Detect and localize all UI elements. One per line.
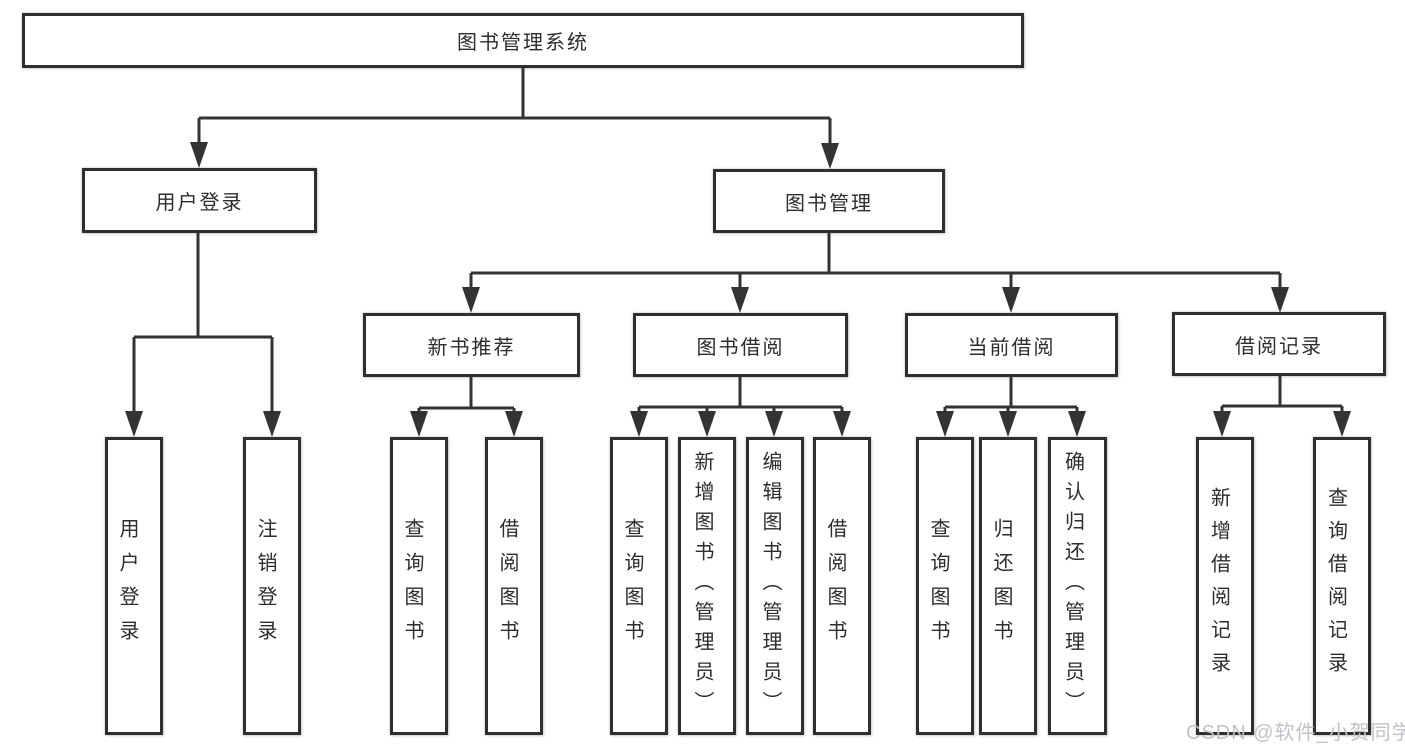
node-root-library-system: 图书管理系统: [22, 13, 1024, 68]
node-label: 用户登录: [155, 192, 244, 214]
node-label: 新书推荐: [427, 336, 516, 359]
leaf-query-borrowing-record: 查询借阅记录: [1313, 437, 1371, 735]
node-label: 借阅图书: [824, 518, 846, 654]
node-label: 新增图书（管理员）: [691, 451, 713, 721]
leaf-add-borrowing-record: 新增借阅记录: [1196, 437, 1254, 735]
node-label: 图书管理系统: [457, 32, 589, 54]
leaf-return-books: 归还图书: [979, 437, 1037, 735]
csdn-watermark: CSDN @软件_小贺同学: [1186, 722, 1405, 744]
node-label: 归还图书: [990, 518, 1012, 654]
node-label: 借阅记录: [1235, 335, 1323, 358]
node-label: 图书借阅: [696, 336, 785, 359]
leaf-query-books-recommendation: 查询图书: [390, 437, 448, 735]
node-label: 当前借阅: [967, 336, 1056, 359]
node-label: 编辑图书（管理员）: [759, 451, 781, 721]
node-label: 查询图书: [401, 518, 423, 654]
node-label: 注销登录: [254, 518, 276, 654]
leaf-edit-books-admin: 编辑图书（管理员）: [746, 437, 804, 735]
node-label: 用户登录: [116, 518, 138, 654]
node-book-borrowing: 图书借阅: [633, 313, 848, 377]
node-borrowing-records: 借阅记录: [1172, 312, 1386, 376]
node-book-management: 图书管理: [713, 169, 945, 233]
leaf-borrow-books-recommendation: 借阅图书: [485, 437, 543, 735]
node-label: 查询图书: [927, 518, 949, 654]
leaf-add-books-admin: 新增图书（管理员）: [678, 437, 736, 735]
leaf-logout: 注销登录: [243, 437, 301, 735]
node-current-borrowing: 当前借阅: [905, 313, 1118, 377]
node-label: 图书管理: [785, 192, 873, 215]
node-user-login: 用户登录: [82, 168, 317, 233]
leaf-borrow-books: 借阅图书: [813, 437, 871, 735]
node-label: 查询借阅记录: [1324, 487, 1347, 685]
leaf-user-login: 用户登录: [105, 437, 163, 735]
node-label: 新增借阅记录: [1207, 487, 1230, 685]
node-label: 查询图书: [621, 518, 643, 654]
leaf-query-books-borrowing: 查询图书: [610, 437, 668, 735]
node-new-book-recommendation: 新书推荐: [363, 313, 580, 377]
leaf-confirm-return-admin: 确认归还（管理员）: [1048, 437, 1107, 735]
node-label: 确认归还（管理员）: [1061, 451, 1084, 721]
leaf-query-books-current: 查询图书: [916, 437, 974, 735]
node-label: 借阅图书: [496, 518, 518, 654]
